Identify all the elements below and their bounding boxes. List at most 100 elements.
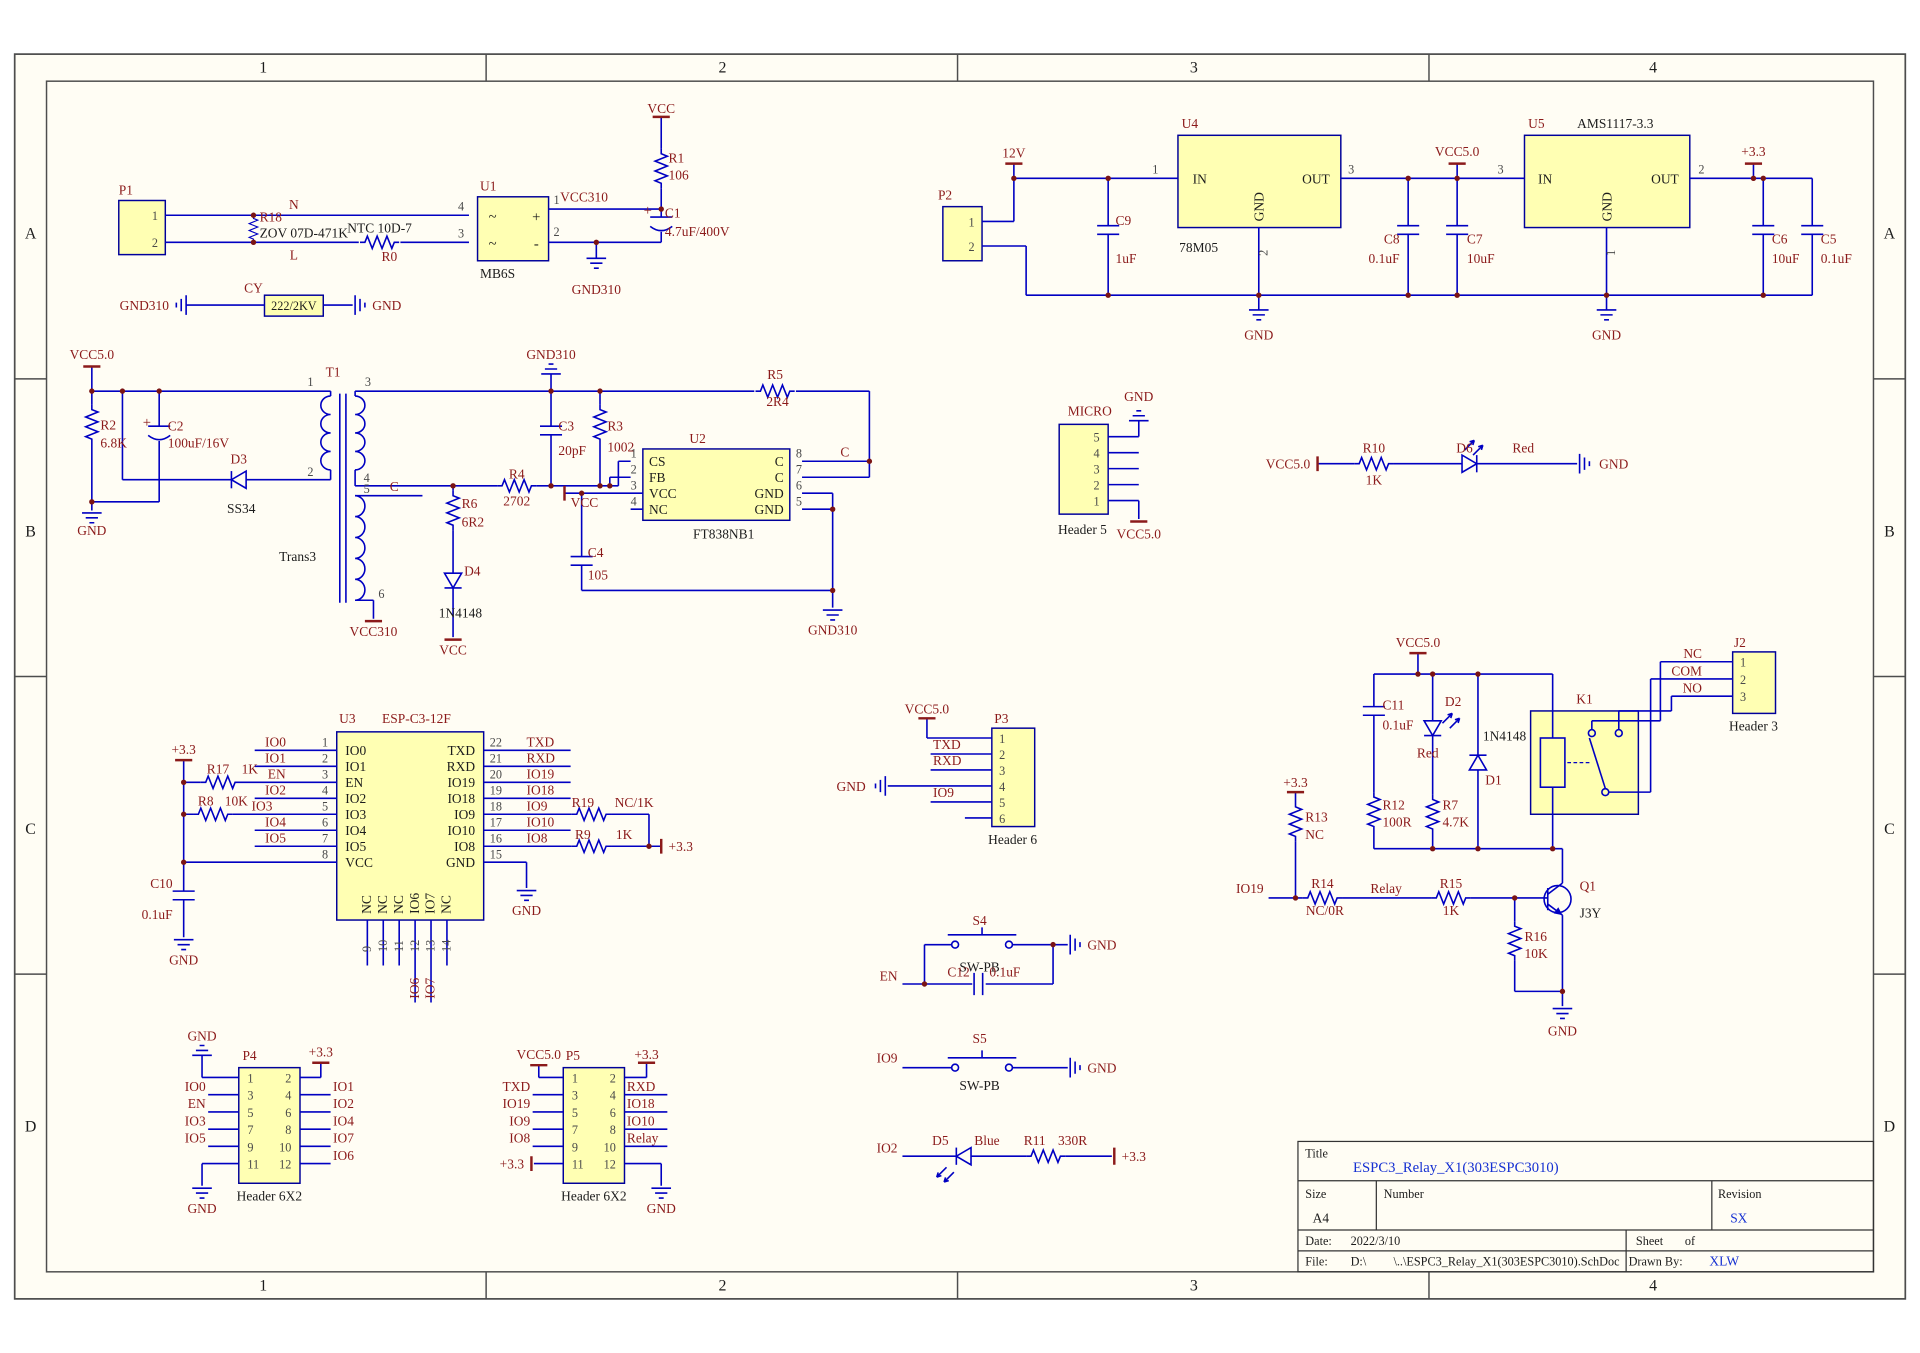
- esp_module-text-0: U3: [339, 711, 356, 726]
- bridge-U1-body[interactable]: [476, 196, 550, 262]
- connector-P4-body[interactable]: [238, 1066, 301, 1184]
- col-2-bottom: 2: [718, 1277, 726, 1294]
- p5_header-text-21: IO18: [627, 1096, 655, 1111]
- col-3-top: 3: [1190, 60, 1198, 77]
- esp_module-text-8: 7: [322, 832, 328, 846]
- section-micro-header: [1058, 410, 1150, 520]
- ac_input-text-7: NTC 10D-7: [347, 220, 412, 235]
- ac_input-text-4: L: [290, 248, 298, 263]
- esp_module-text-75: IO7: [423, 977, 438, 998]
- esp_module-text-16: IO5: [345, 839, 366, 854]
- flyback-text-0: VCC5.0: [70, 347, 115, 362]
- power-text-20: AMS1117-3.3: [1577, 116, 1654, 131]
- esp_module-text-74: IO6: [407, 977, 422, 998]
- micro_header-text-3: 3: [1093, 463, 1099, 477]
- relay_driver-text-14: COM: [1671, 663, 1702, 678]
- p3_header-text-3: 2: [999, 748, 1005, 762]
- col-3-bottom: 3: [1190, 1277, 1198, 1294]
- esp_module-text-15: IO4: [345, 823, 366, 838]
- switch-S4-contact[interactable]: [950, 940, 960, 949]
- file-drive: D:\: [1351, 1255, 1367, 1269]
- ac_input-text-19: VCC310: [560, 190, 608, 205]
- esp_module-text-25: +3.3: [171, 742, 196, 757]
- transformer-T1-winding-right-lower[interactable]: [355, 494, 366, 602]
- esp_module-text-42: 21: [490, 752, 502, 766]
- flyback-text-10: 1: [307, 375, 313, 389]
- ac_input-text-22: 106: [669, 168, 689, 183]
- esp_module-text-70: NC: [391, 895, 406, 914]
- esp-wires: [182, 749, 662, 1003]
- buttons-text-1: SW-PB: [959, 960, 999, 975]
- relay-contact-nc: [1587, 728, 1597, 738]
- p3_header-text-5: 4: [999, 780, 1005, 794]
- flyback-text-8: SS34: [227, 501, 256, 516]
- relay_driver-text-32: 10K: [1524, 946, 1547, 961]
- transformer-T1-winding-left[interactable]: [320, 395, 331, 471]
- switch-S4-contact[interactable]: [1004, 940, 1014, 949]
- flyback-text-11: 3: [365, 375, 371, 389]
- power-text-13: 78M05: [1179, 240, 1218, 255]
- esp_module-text-20: EN: [268, 767, 286, 782]
- esp_module-text-26: R17: [207, 762, 230, 777]
- esp_module-text-56: R19: [572, 795, 595, 810]
- relay_driver-text-22: NC: [1305, 827, 1324, 842]
- power-text-14: C8: [1384, 232, 1400, 247]
- power-text-23: GND: [1599, 192, 1614, 222]
- status_led-text-5: GND: [1599, 457, 1628, 472]
- esp_module-text-55: IO8: [527, 831, 548, 846]
- power-text-24: 1: [1604, 250, 1618, 256]
- drawnby-value: XLW: [1709, 1254, 1739, 1269]
- esp_module-text-65: 12: [408, 940, 422, 952]
- relay_driver-text-33: GND: [1548, 1024, 1577, 1039]
- esp_module-text-14: IO3: [345, 807, 366, 822]
- transformer-T1-winding-right-upper[interactable]: [355, 395, 366, 471]
- flyback-text-19: R6: [462, 496, 478, 511]
- esp_module-text-5: 4: [322, 784, 328, 798]
- flyback-text-4: C2: [168, 418, 184, 433]
- p5_header-text-12: 8: [610, 1123, 616, 1137]
- p5_header-text-15: TXD: [503, 1079, 531, 1094]
- relay-K1-body[interactable]: [1529, 710, 1640, 815]
- flyback-text-31: R5: [767, 367, 783, 382]
- title-label: Title: [1305, 1146, 1328, 1160]
- flyback-text-40: VCC: [649, 486, 677, 501]
- relay_driver-text-29: Q1: [1580, 878, 1596, 893]
- connector-P1-body[interactable]: [118, 199, 167, 256]
- relay_driver-text-9: R7: [1442, 797, 1458, 812]
- revision-label: Revision: [1718, 1187, 1762, 1201]
- p3_header-text-7: 6: [999, 812, 1005, 826]
- flyback-text-7: D3: [231, 452, 248, 467]
- flyback-text-32: 2R4: [766, 394, 789, 409]
- number-label: Number: [1384, 1187, 1424, 1201]
- module-U3-body[interactable]: [336, 731, 485, 921]
- connector-P3-body[interactable]: [991, 727, 1036, 828]
- connector-P5-body[interactable]: [562, 1066, 626, 1184]
- connector-J2-body[interactable]: [1731, 651, 1777, 715]
- regulator-U5-body[interactable]: [1523, 134, 1691, 229]
- connector-micro-body[interactable]: [1058, 423, 1109, 515]
- ic-U2-body[interactable]: [642, 448, 791, 522]
- connector-P2-body[interactable]: [942, 205, 983, 262]
- esp_module-text-39: IO8: [454, 839, 475, 854]
- ac_input-text-20: VCC: [647, 101, 675, 116]
- flyback-text-41: NC: [649, 502, 668, 517]
- esp_module-text-48: 15: [490, 848, 502, 862]
- esp_module-text-4: 3: [322, 768, 328, 782]
- regulator-U4-body[interactable]: [1177, 134, 1342, 229]
- ac_input-text-0: P1: [119, 182, 133, 197]
- relay-lever: [1588, 737, 1607, 789]
- micro_header-text-6: GND: [1124, 389, 1153, 404]
- status_led-text-0: VCC5.0: [1266, 457, 1311, 472]
- flyback-text-2: 6.8K: [100, 436, 127, 451]
- p4_header-text-25: Header 6X2: [237, 1188, 302, 1203]
- relay-contact-com: [1601, 787, 1610, 797]
- switch-S5-contact[interactable]: [950, 1063, 960, 1072]
- switch-S5-contact[interactable]: [1004, 1063, 1014, 1072]
- esp_module-text-51: IO19: [527, 767, 555, 782]
- p5_header-text-7: 9: [572, 1140, 578, 1154]
- title-text: ESPC3_Relay_X1(303ESPC3010): [1353, 1160, 1559, 1176]
- micro_header-text-8: VCC5.0: [1117, 527, 1162, 542]
- date-value: 2022/3/10: [1351, 1234, 1401, 1248]
- flyback-text-54: 105: [588, 567, 608, 582]
